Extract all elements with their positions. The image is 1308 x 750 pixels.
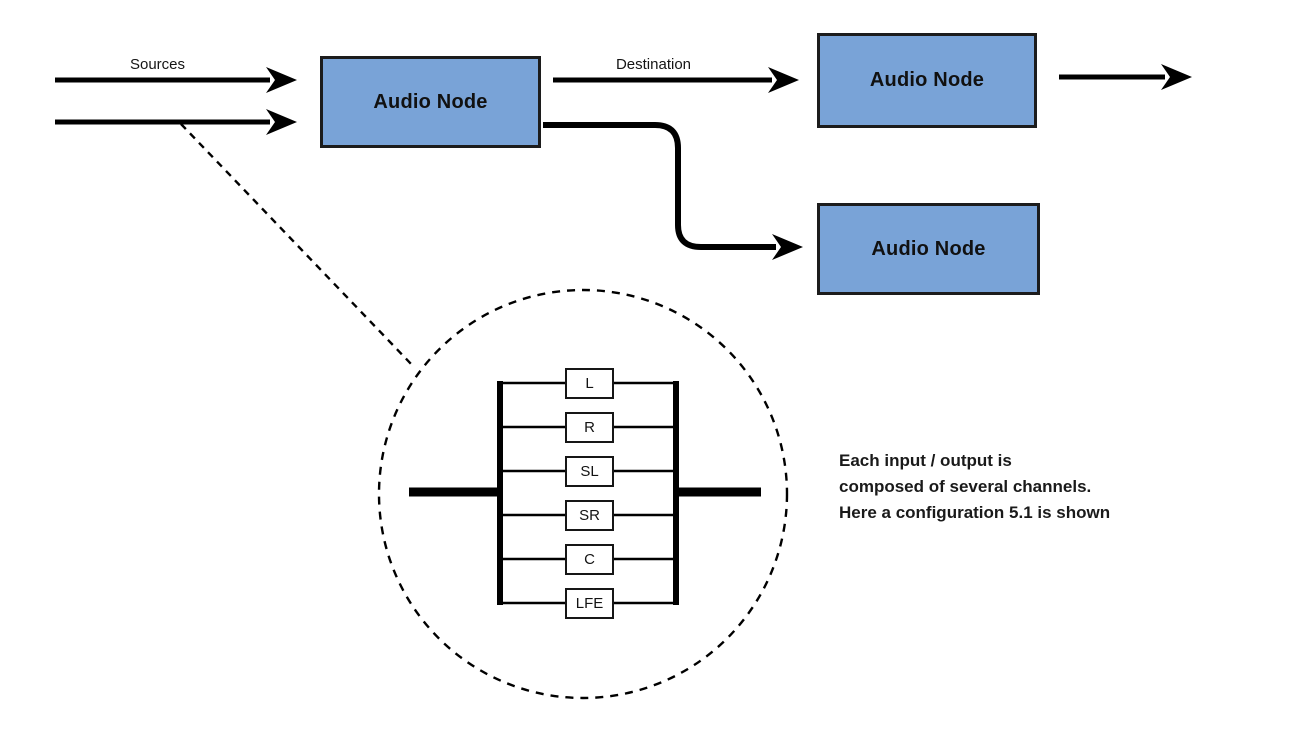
audio-node-box-1: Audio Node: [320, 56, 541, 148]
audio-node-box-2: Audio Node: [817, 33, 1037, 128]
destination-label: Destination: [615, 56, 692, 73]
source-arrow-1-head: [266, 67, 297, 93]
callout-dashed-line: [180, 123, 414, 367]
channel-box-sl: SL: [565, 456, 614, 487]
channels-note-line-2: composed of several channels.: [839, 477, 1092, 496]
sources-label: Sources: [129, 56, 186, 73]
channel-box-lfe: LFE: [565, 588, 614, 619]
magnifier-dashed-circle: [377, 288, 789, 700]
channels-note-line-3: Here a configuration 5.1 is shown: [839, 503, 1111, 522]
elbow-connector: [543, 122, 776, 250]
channels-note: Each input / output is composed of sever…: [839, 448, 1179, 526]
source-arrow-2-head: [266, 109, 297, 135]
elbow-connector-arrow-head: [772, 234, 803, 260]
audio-node-box-3: Audio Node: [817, 203, 1040, 295]
channel-box-sr: SR: [565, 500, 614, 531]
channel-box-l: L: [565, 368, 614, 399]
destination-arrow-head: [768, 67, 799, 93]
channels-note-line-1: Each input / output is: [839, 451, 1012, 470]
channel-box-r: R: [565, 412, 614, 443]
channel-box-c: C: [565, 544, 614, 575]
output-arrow-head: [1161, 64, 1192, 90]
